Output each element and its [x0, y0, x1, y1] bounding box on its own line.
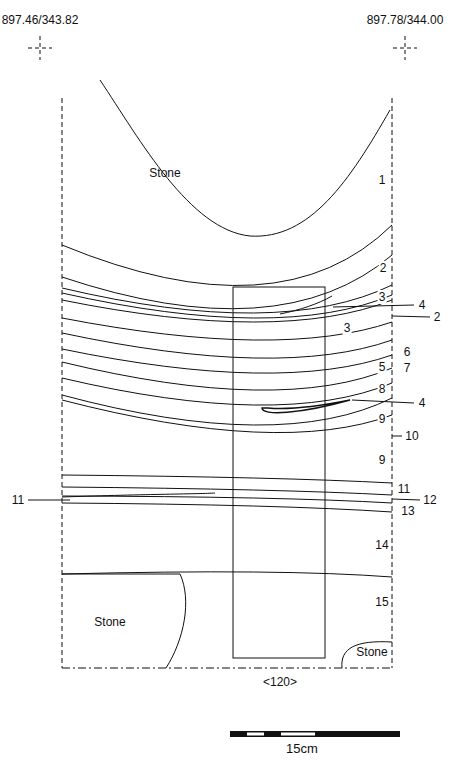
grid-coordinate: 897.78/344.00 [366, 13, 445, 27]
stone-label: Stone [149, 166, 180, 180]
layer-number: 1 [378, 173, 387, 187]
layer-boundary [62, 349, 392, 373]
layer-boundary [62, 333, 392, 358]
layer-boundary [62, 503, 392, 512]
layer-boundary [62, 487, 392, 495]
layer-boundary [62, 395, 392, 425]
layer-number: 2 [379, 261, 388, 275]
layer-boundary [62, 493, 215, 497]
layer-boundary [62, 318, 392, 340]
layer-number: 4 [418, 298, 427, 312]
sample-number: <120> [262, 675, 298, 689]
layer-number: 9 [378, 453, 387, 467]
layer-number: 3 [343, 321, 352, 335]
layer-boundary [62, 225, 392, 286]
layer-boundary [62, 496, 392, 503]
layer-number: 2 [433, 310, 442, 324]
layer-boundary [62, 400, 392, 433]
layer-number: 6 [403, 345, 412, 359]
stone-label: Stone [94, 615, 125, 629]
layer-boundary [62, 572, 392, 577]
layer-number: 5 [378, 360, 387, 374]
stone: Stone [105, 143, 225, 203]
layer-number: 13 [400, 504, 415, 518]
stone: Stone [65, 597, 155, 647]
layer-number: 10 [404, 429, 419, 443]
layer-boundary [62, 475, 392, 483]
layer-number: 9 [378, 412, 387, 426]
layer-number: 11 [11, 493, 25, 507]
layer-number: 14 [374, 538, 389, 552]
layer-number: 4 [418, 396, 427, 410]
layer-number: 11 [397, 482, 411, 496]
layer-boundary [62, 255, 392, 309]
layer-number: 8 [378, 382, 387, 396]
scale-label: 15cm [285, 742, 319, 756]
stone: Stone [354, 641, 390, 663]
layer-number: 7 [403, 361, 412, 375]
stone-label: Stone [356, 645, 387, 659]
layer-number: 12 [422, 493, 437, 507]
layer-boundary [62, 378, 392, 405]
grid-coordinate: 897.46/343.82 [1, 13, 80, 27]
layer-number: 3 [378, 290, 387, 304]
layer-boundary [62, 362, 392, 390]
layer-boundary [62, 300, 392, 322]
layer-number: 15 [374, 595, 389, 609]
